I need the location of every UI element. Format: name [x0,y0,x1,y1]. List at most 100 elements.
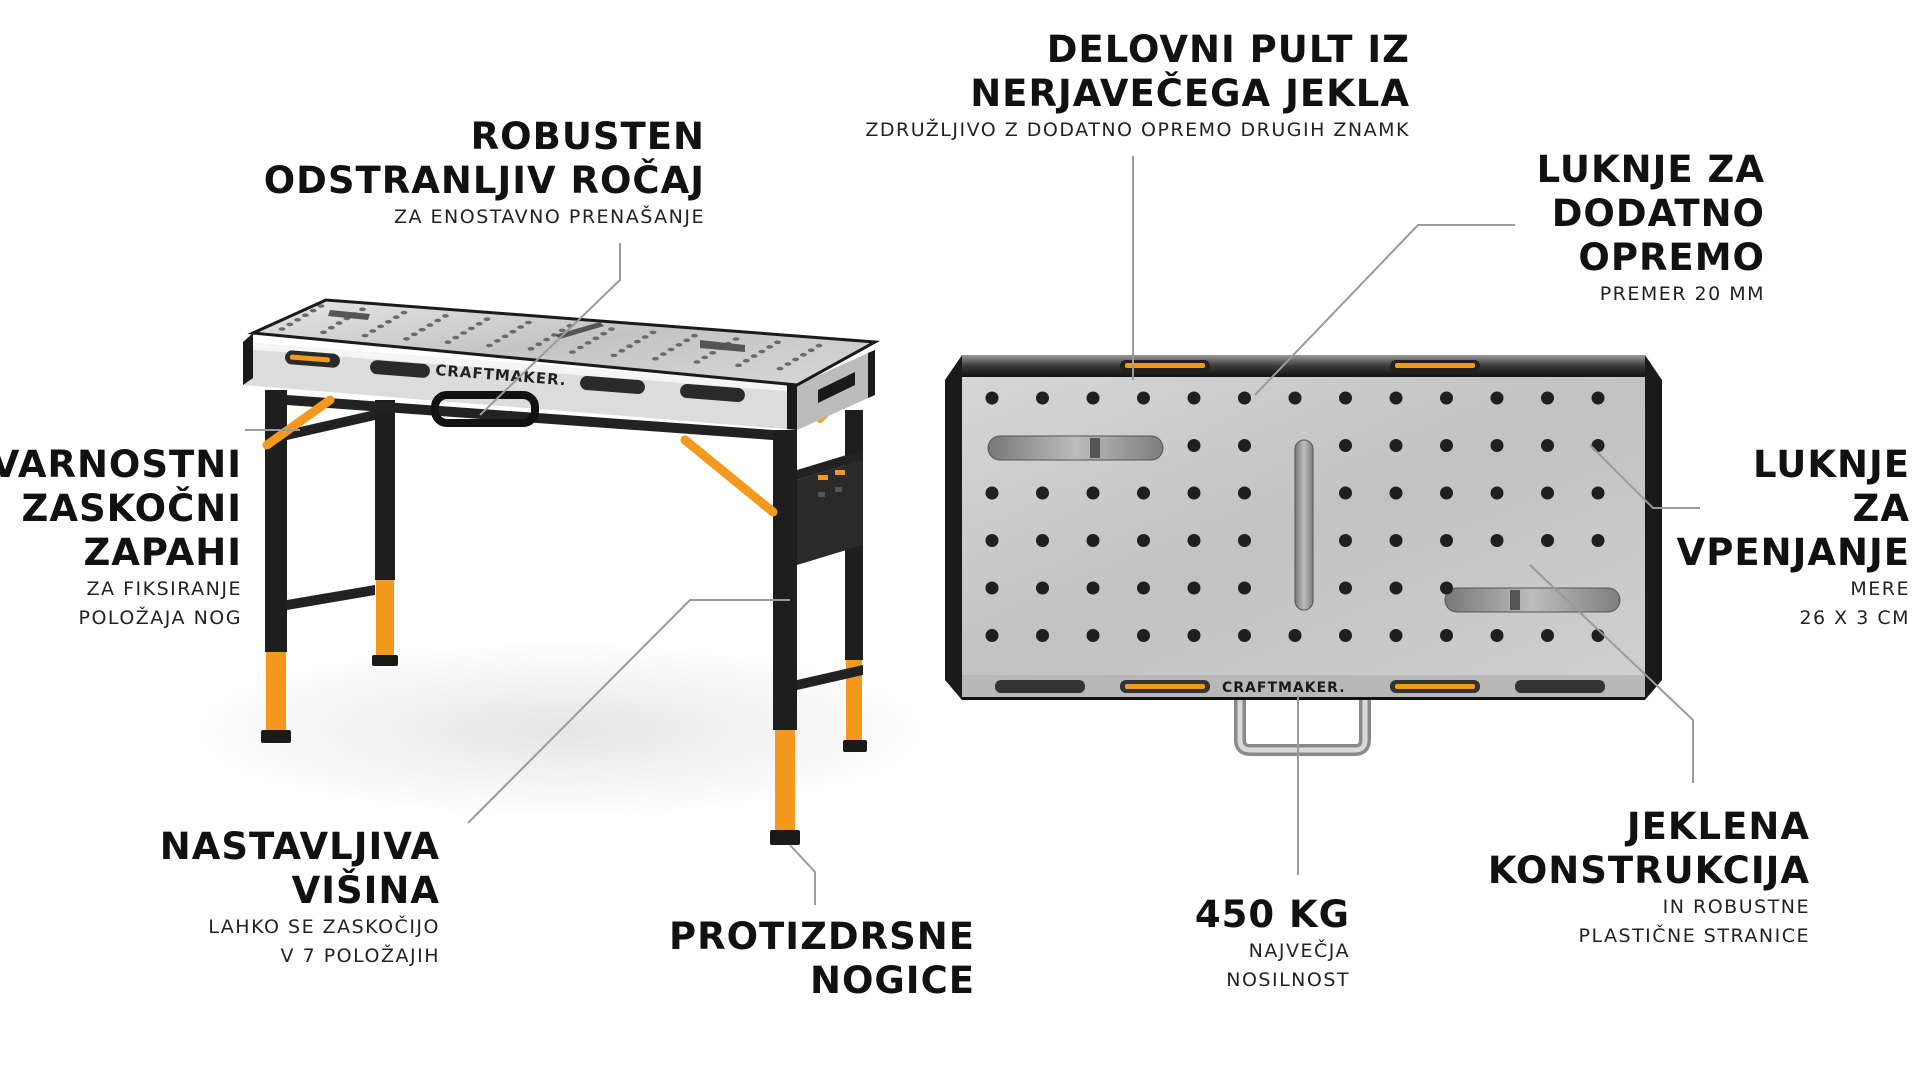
plate-hole [1086,581,1100,595]
plate-hole [1591,439,1605,452]
workbench-top-view: CRAFTMAKER. [945,355,1662,756]
plate-hole [1288,391,1302,405]
plate-hole [1137,486,1150,500]
label-handle-title-1: ROBUSTEN [470,115,705,158]
bench-hole [569,350,576,354]
bench-hole [527,347,535,351]
plate-hole [1238,629,1251,642]
label-non-slip-feet-title-1: PROTIZDRSNE [669,915,975,958]
bench-hole [792,357,799,362]
plate-hole [1591,486,1605,500]
plate-hole [1187,486,1201,500]
plate-hole [1591,391,1605,405]
bench-hole [501,334,509,339]
label-load: 450 KG NAJVEČJA NOSILNOST [1195,893,1350,995]
bench-hole [392,315,400,320]
bench-hole [758,349,766,354]
bench-hole [309,308,317,313]
label-adjustable-height-title-2: VIŠINA [291,869,440,912]
plate-hole [1137,581,1150,595]
label-clamp-slots-sub-2: 26 X 3 CM [1799,607,1910,629]
plate-hole [1339,486,1352,500]
plate-hole [1086,629,1100,642]
bench-hole [442,314,449,318]
bench-hole [468,326,475,331]
plate-hole [1036,486,1049,500]
bench-hole [493,339,501,343]
label-handle-title-2: ODSTRANLJIV ROČAJ [263,159,705,202]
plate-hole [1440,439,1453,452]
bench-hole [659,352,667,356]
plate-hole [1187,581,1201,595]
bench-hole [626,344,633,349]
bench-hole [327,325,335,330]
label-safety-latches-title-1: VARNOSTNI [0,443,242,486]
bench-hole [475,322,483,326]
bench-hole [460,331,467,335]
bench-hole [486,343,493,348]
plate-hole [1541,391,1554,405]
brand-logo-top: CRAFTMAKER. [1222,680,1346,696]
bench-hole [525,320,532,325]
bench-hole [691,333,698,338]
bench-hole [610,353,618,358]
bench-hole [634,339,641,344]
bench-hole [400,310,408,315]
plate-hole [1490,391,1504,405]
plate-hole [1440,534,1453,547]
workbench-perspective: CRAFTMAKER. [180,298,940,845]
plate-hole [1137,391,1150,405]
plate-hole [1187,534,1201,547]
plate-hole [1339,629,1352,642]
bench-hole [377,324,384,329]
label-clamp-slots-title-2: ZA [1852,487,1910,530]
bench-hole [403,337,410,341]
bench-hole [807,348,815,353]
label-steel-top-title-1: DELOVNI PULT IZ [1046,28,1410,71]
bench-hole [742,358,750,363]
bench-hole [509,329,517,334]
bench-hole [667,347,675,352]
plate-hole [1440,581,1453,595]
label-handle-sub: ZA ENOSTAVNO PRENAŠANJE [393,206,705,228]
bench-hole [286,322,294,327]
bench-hole [320,330,327,335]
label-safety-latches-title-2: ZASKOČNI [21,487,242,530]
label-steel-top-title-2: NERJAVEČEGA JEKLA [970,72,1410,115]
label-steel-frame-sub-2: PLASTIČNE STRANICE [1578,925,1810,947]
plate-hole [1036,534,1049,547]
plate-hole [1339,391,1352,405]
plate-hole [1238,534,1251,547]
label-clamp-slots: LUKNJE ZA VPENJANJE MERE 26 X 3 CM [1677,443,1910,633]
plate-hole [985,534,999,547]
bench-hole [750,354,758,358]
plate-hole [1440,391,1453,405]
label-load-sub-2: NOSILNOST [1226,969,1350,991]
label-accessory-holes-title-3: OPREMO [1578,236,1765,279]
plate-hole [1541,439,1554,452]
plate-hole [1238,439,1251,452]
plate-hole [1541,486,1554,500]
bench-hole [452,335,460,340]
plate-hole [1086,391,1100,405]
plate-hole [985,391,999,405]
label-clamp-slots-title-1: LUKNJE [1753,443,1910,486]
bench-hole [483,317,491,322]
plate-hole [1086,534,1100,547]
label-adjustable-height-sub-1: LAHKO SE ZASKOČIJO [208,916,440,938]
label-accessory-holes-sub: PREMER 20 MM [1599,283,1765,305]
bench-hole [359,307,366,312]
label-clamp-slots-sub-1: MERE [1850,578,1910,600]
label-adjustable-height-sub-2: V 7 POLOŽAJIH [280,945,440,967]
plate-hole [1187,391,1201,405]
plate-hole [1288,629,1302,642]
bench-hole [608,327,615,331]
label-safety-latches: VARNOSTNI ZASKOČNI ZAPAHI ZA FIKSIRANJE … [0,443,242,633]
bench-hole [361,333,369,338]
bench-hole [278,327,286,331]
label-steel-frame-title-2: KONSTRUKCIJA [1487,849,1810,892]
bench-hole [576,345,584,350]
plate-hole [1187,439,1201,452]
bench-hole [517,325,525,329]
